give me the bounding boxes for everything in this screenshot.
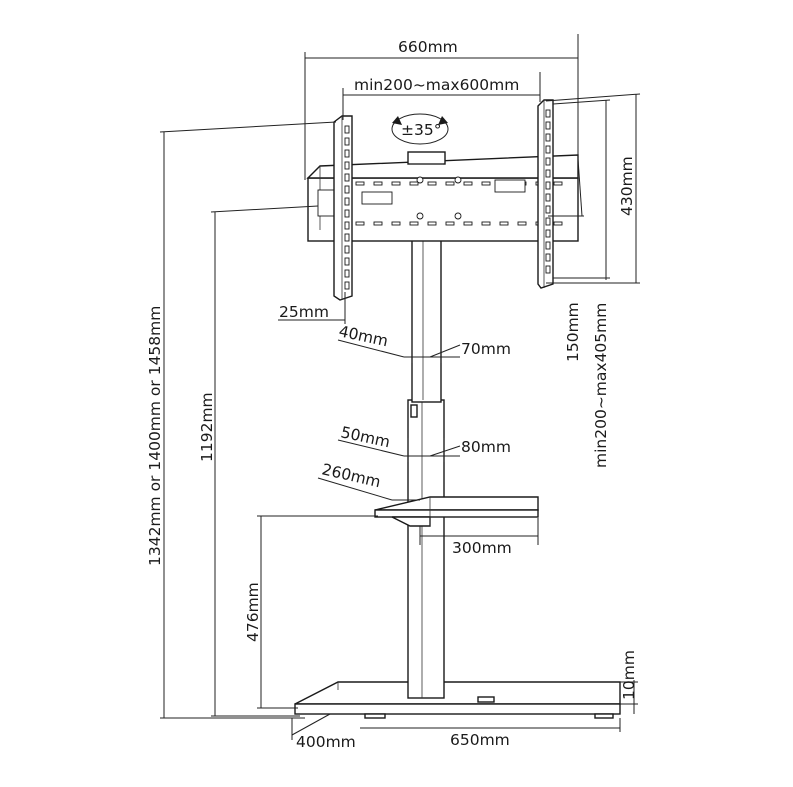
plate-slot bbox=[427, 181, 437, 186]
upper-pole bbox=[411, 225, 442, 403]
plate-slot bbox=[355, 221, 365, 226]
label-shelf-width: 300mm bbox=[452, 539, 512, 557]
arm-slot bbox=[344, 257, 350, 266]
arm-slot bbox=[344, 281, 350, 290]
label-shelf-height: 476mm bbox=[244, 582, 262, 642]
plate-slot bbox=[445, 221, 455, 226]
label-upper-pole-width: 70mm bbox=[461, 340, 511, 358]
label-base-width: 650mm bbox=[450, 731, 510, 749]
arm-slot bbox=[344, 269, 350, 278]
label-width-total: 660mm bbox=[398, 38, 458, 56]
plate-slot bbox=[355, 181, 365, 186]
plate-slot bbox=[391, 181, 401, 186]
arm-slot bbox=[545, 241, 551, 250]
plate-slot bbox=[391, 221, 401, 226]
dimension-lines bbox=[159, 34, 641, 740]
label-overall-height: 1342mm or 1400mm or 1458mm bbox=[146, 306, 164, 566]
arm-slot bbox=[344, 185, 350, 194]
wall-plate bbox=[306, 151, 579, 242]
plate-slot bbox=[481, 221, 491, 226]
arm-slot bbox=[344, 221, 350, 230]
label-vesa-range: min200~max600mm bbox=[354, 76, 519, 94]
arm-slot bbox=[344, 233, 350, 242]
plate-slot bbox=[373, 221, 383, 226]
plate-slot bbox=[499, 221, 509, 226]
arm-slot bbox=[344, 209, 350, 218]
plate-slot bbox=[553, 221, 563, 226]
arm-slot bbox=[344, 149, 350, 158]
arm-slot bbox=[545, 169, 551, 178]
arm-slot bbox=[344, 125, 350, 134]
arm-slot bbox=[545, 157, 551, 166]
left-arm bbox=[333, 115, 353, 301]
tv-stand bbox=[294, 99, 621, 719]
arm-slot bbox=[545, 145, 551, 154]
arm-slot bbox=[545, 133, 551, 142]
label-lower-pole-width: 80mm bbox=[461, 438, 511, 456]
label-center-height: 1192mm bbox=[198, 392, 216, 462]
arm-slot bbox=[545, 193, 551, 202]
dimension-labels: 660mm min200~max600mm ±35° 430mm min200~… bbox=[146, 38, 638, 751]
arm-slot bbox=[545, 205, 551, 214]
label-shelf-depth: 260mm bbox=[320, 460, 382, 491]
label-base-thickness: 10mm bbox=[620, 650, 638, 700]
right-arm bbox=[537, 99, 554, 289]
label-height-bracket: 430mm bbox=[618, 156, 636, 216]
label-arm-depth: 25mm bbox=[279, 303, 329, 321]
glass-shelf bbox=[374, 496, 539, 527]
arm-slot bbox=[545, 121, 551, 130]
tilt-arrow-icon bbox=[391, 113, 449, 145]
plate-slot bbox=[553, 181, 563, 186]
arm-slot bbox=[545, 217, 551, 226]
arm-slot bbox=[545, 229, 551, 238]
base-plate bbox=[294, 681, 621, 719]
arm-slot bbox=[344, 173, 350, 182]
label-offset: 150mm bbox=[564, 302, 582, 362]
plate-slot bbox=[445, 181, 455, 186]
plate-slot bbox=[481, 181, 491, 186]
arm-slot bbox=[545, 265, 551, 274]
arm-slot bbox=[344, 245, 350, 254]
arm-slot bbox=[545, 109, 551, 118]
label-vertical-vesa: min200~max405mm bbox=[592, 303, 610, 468]
plate-slot bbox=[427, 221, 437, 226]
plate-slot bbox=[517, 221, 527, 226]
plate-slot bbox=[409, 221, 419, 226]
lower-pole bbox=[407, 399, 445, 699]
plate-slot bbox=[409, 181, 419, 186]
plate-slot bbox=[373, 181, 383, 186]
arm-slot bbox=[545, 181, 551, 190]
label-tilt: ±35° bbox=[401, 121, 441, 139]
arm-slot bbox=[344, 197, 350, 206]
arm-slot bbox=[344, 161, 350, 170]
plate-slot bbox=[463, 181, 473, 186]
arm-slot bbox=[344, 137, 350, 146]
arm-slot bbox=[545, 253, 551, 262]
plate-slot bbox=[463, 221, 473, 226]
label-base-depth: 400mm bbox=[296, 733, 356, 751]
